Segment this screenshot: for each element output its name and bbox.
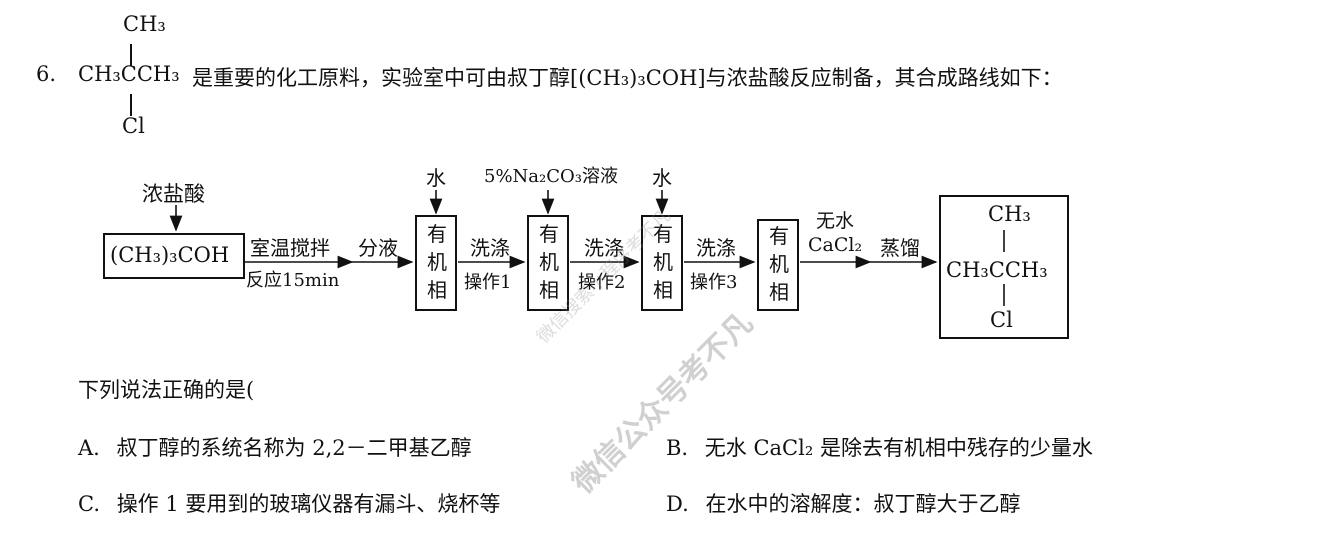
formula-main: CH₃CCH₃	[78, 62, 180, 86]
start-box	[103, 233, 245, 279]
option-c[interactable]: C. 操作 1 要用到的玻璃仪器有漏斗、烧杯等	[78, 488, 500, 518]
option-b[interactable]: B. 无水 CaCl₂ 是除去有机相中残存的少量水	[666, 432, 1093, 462]
reagent-hcl-label: 浓盐酸	[142, 182, 205, 206]
organic-char: 相	[769, 280, 789, 304]
organic-char: 有	[653, 222, 673, 246]
option-d[interactable]: D. 在水中的溶解度：叔丁醇大于乙醇	[666, 488, 1020, 518]
organic-phase-text-3: 有 机 相	[650, 220, 676, 304]
organic-char: 机	[653, 250, 673, 274]
distill-label: 蒸馏	[880, 236, 920, 260]
organic-char: 相	[539, 278, 559, 302]
organic-char: 相	[427, 278, 447, 302]
organic-phase-box-4	[757, 219, 799, 311]
bond-lines	[130, 44, 132, 116]
organic-char: 相	[653, 278, 673, 302]
organic-phase-text-2: 有 机 相	[536, 220, 562, 304]
organic-phase-box-1	[415, 215, 457, 311]
option-a[interactable]: A. 叔丁醇的系统名称为 2,2－二甲基乙醇	[78, 432, 472, 462]
formula-bottom: Cl	[122, 114, 145, 138]
question-prompt: 下列说法正确的是(	[78, 378, 255, 402]
formula-top: CH₃	[123, 12, 166, 36]
dry-above-label: 无水	[816, 210, 855, 232]
option-c-text: 操作 1 要用到的玻璃仪器有漏斗、烧杯等	[116, 492, 501, 516]
water-label-2: 水	[652, 166, 672, 190]
structural-formula-header: CH₃ CH₃CCH₃ Cl	[78, 8, 198, 138]
product-formula-bottom: Cl	[990, 308, 1013, 332]
start-material-label: (CH₃)₃COH	[110, 243, 230, 267]
product-box	[939, 195, 1069, 339]
dry-below-label: CaCl₂	[808, 234, 863, 256]
organic-char: 有	[769, 224, 789, 248]
synthesis-flowchart	[103, 190, 1069, 339]
water-label-1: 水	[426, 166, 446, 190]
op1-label: 操作1	[464, 272, 512, 293]
organic-phase-text-1: 有 机 相	[424, 220, 450, 304]
wash-label-2: 洗涤	[584, 236, 624, 260]
op2-label: 操作2	[578, 272, 626, 293]
option-a-letter: A.	[78, 436, 100, 460]
organic-phase-text-4: 有 机 相	[766, 222, 792, 306]
question-intro: 是重要的化工原料，实验室中可由叔丁醇[(CH₃)₃COH]与浓盐酸反应制备，其合…	[192, 66, 1063, 90]
option-a-text: 叔丁醇的系统名称为 2,2－二甲基乙醇	[116, 436, 472, 460]
product-formula-main: CH₃CCH₃	[946, 258, 1048, 282]
organic-phase-box-3	[641, 215, 683, 311]
na2co3-label: 5%Na₂CO₃溶液	[484, 166, 618, 187]
option-d-text: 在水中的溶解度：叔丁醇大于乙醇	[705, 492, 1021, 516]
organic-char: 机	[539, 250, 559, 274]
organic-phase-box-2	[527, 215, 569, 311]
option-b-text: 无水 CaCl₂ 是除去有机相中残存的少量水	[704, 436, 1093, 460]
wash-label-1: 洗涤	[470, 236, 510, 260]
step2-separate-label: 分液	[358, 236, 398, 260]
option-c-letter: C.	[78, 492, 100, 516]
organic-char: 有	[539, 222, 559, 246]
organic-char: 机	[427, 250, 447, 274]
option-d-letter: D.	[666, 492, 689, 516]
organic-char: 有	[427, 222, 447, 246]
option-b-letter: B.	[666, 436, 689, 460]
op3-label: 操作3	[690, 272, 738, 293]
organic-char: 机	[769, 252, 789, 276]
question-number: 6.	[36, 62, 57, 86]
step1-below-label: 反应15min	[246, 270, 340, 291]
wash-label-3: 洗涤	[696, 236, 736, 260]
product-formula-top: CH₃	[988, 202, 1031, 226]
step1-above-label: 室温搅拌	[250, 236, 330, 260]
